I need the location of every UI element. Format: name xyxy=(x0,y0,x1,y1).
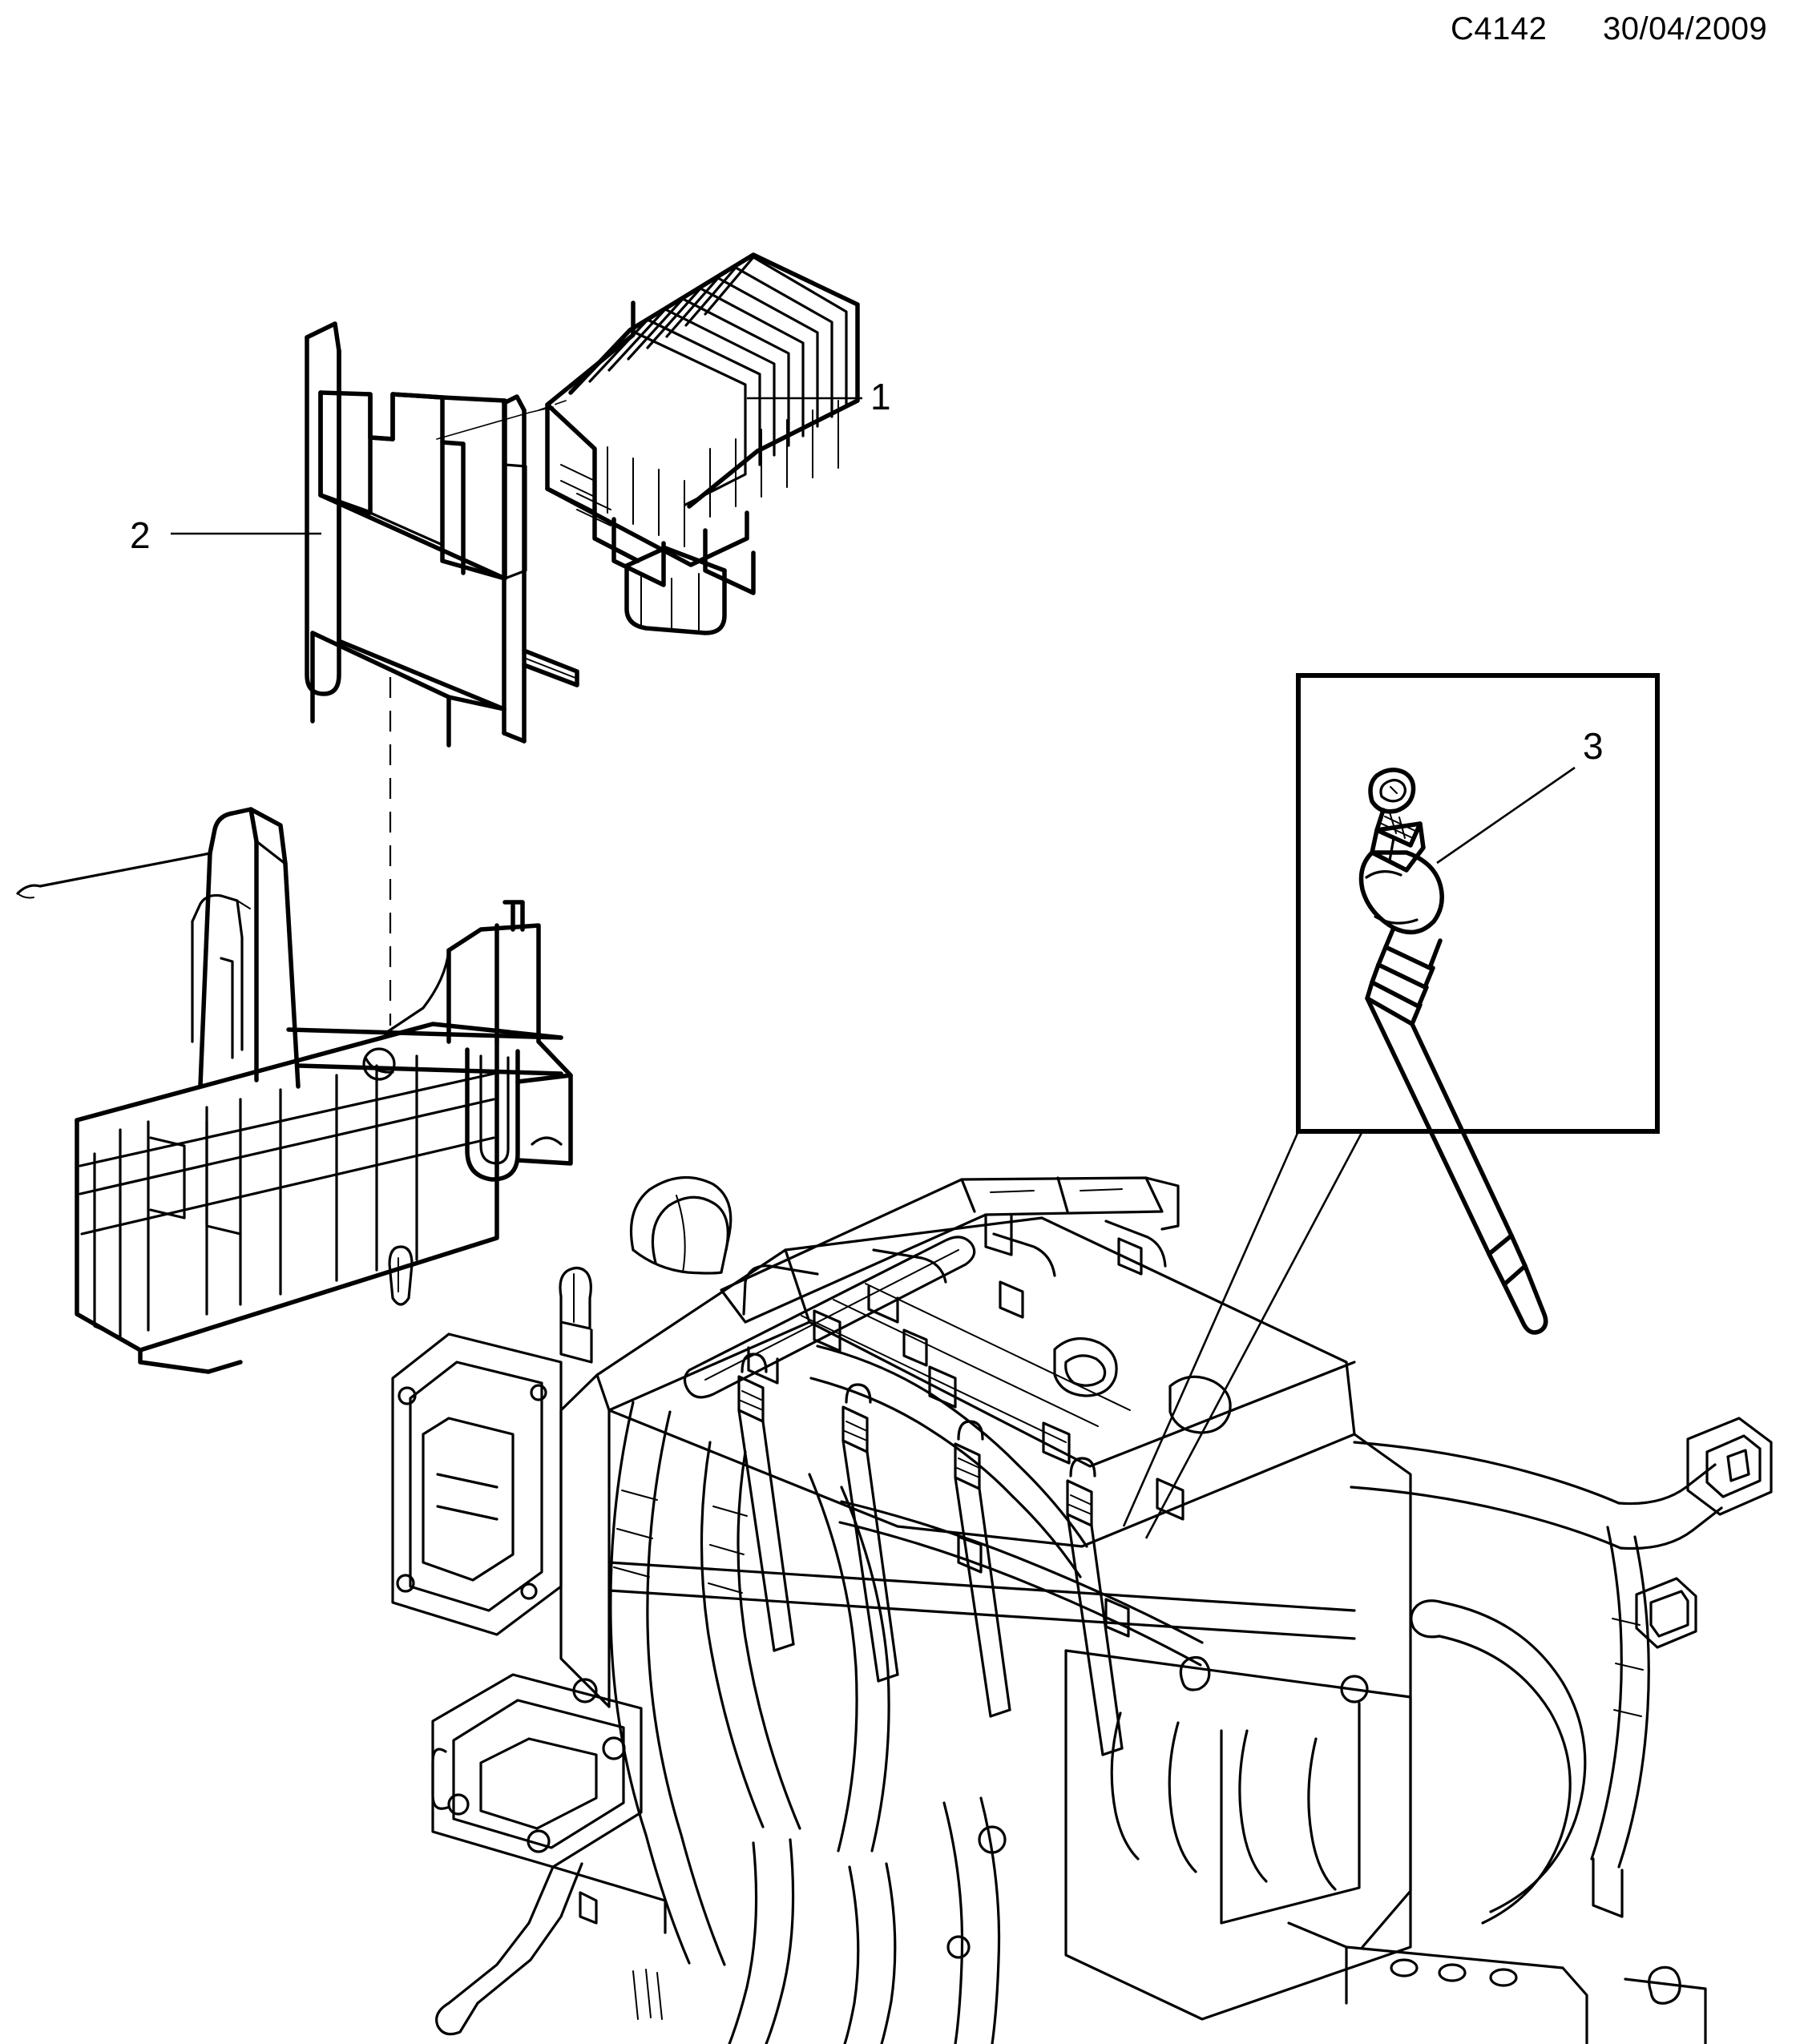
leader-line-3 xyxy=(1436,766,1576,865)
callout-number-3: 3 xyxy=(1583,725,1604,767)
engine-assembly xyxy=(391,1175,1773,2044)
detail-inset-box xyxy=(1296,673,1660,1134)
mounting-panel xyxy=(16,807,573,1374)
revision-date: 30/04/2009 xyxy=(1603,11,1768,46)
figure-code: C4142 xyxy=(1451,11,1548,46)
control-module-mounting-bracket xyxy=(305,321,579,748)
assembly-line-module-bracket xyxy=(436,406,554,440)
glow-plug-control-module xyxy=(545,252,860,635)
glow-plug-detail xyxy=(1358,768,1548,1335)
inset-pointer-lines xyxy=(1122,1131,1364,1539)
callout-number-1: 1 xyxy=(870,376,891,417)
installed-glow-plugs xyxy=(737,1353,1124,1756)
callout-number-2: 2 xyxy=(130,514,151,556)
